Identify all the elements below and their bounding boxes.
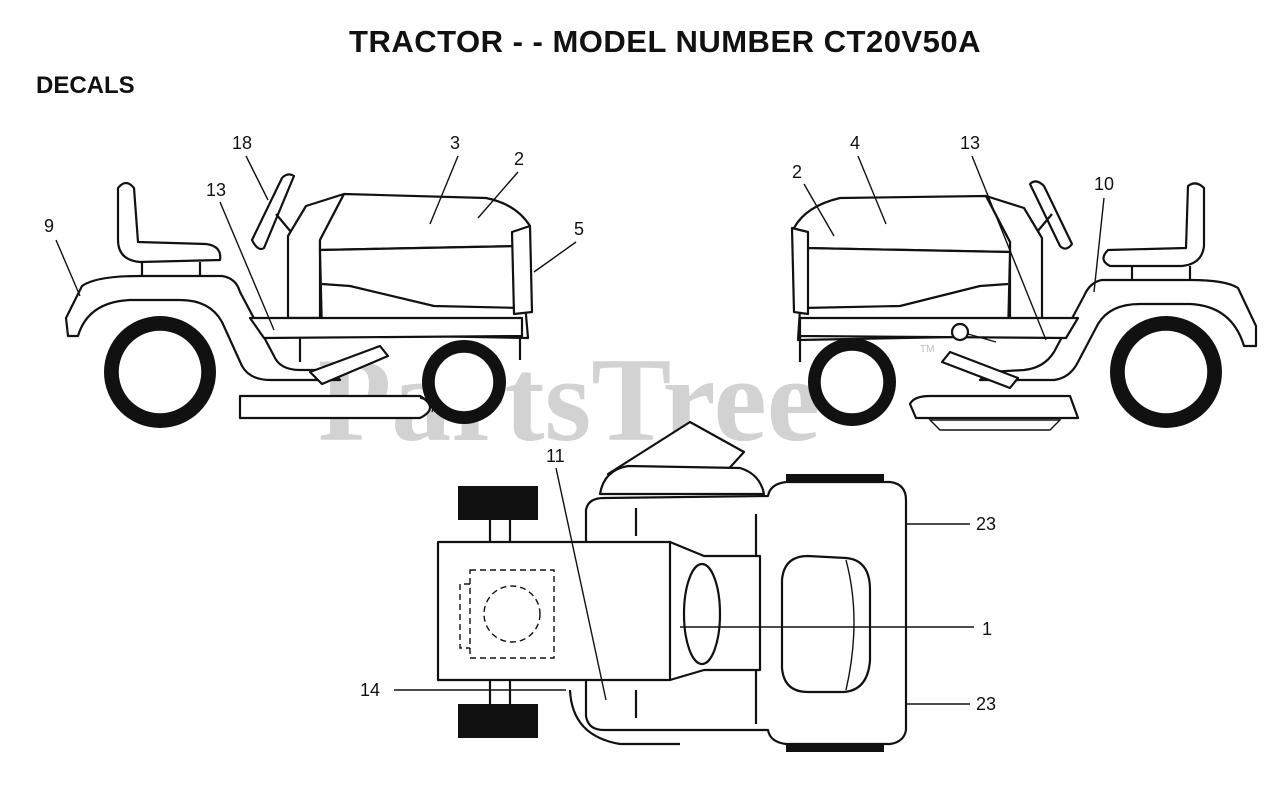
hood-top-view — [436, 540, 762, 682]
lift-lever — [308, 344, 390, 386]
callout-label: 23 — [976, 514, 996, 534]
front-tire-top — [458, 486, 538, 520]
lift-lever — [940, 350, 1020, 390]
callout-leader — [1093, 197, 1105, 293]
callout-leader — [533, 241, 577, 273]
callout-leader — [429, 155, 459, 225]
callout-label: 9 — [44, 216, 54, 236]
page-title: TRACTOR - - MODEL NUMBER CT20V50A — [349, 24, 981, 59]
engine-outline — [469, 569, 555, 659]
watermark-trademark: TM — [920, 344, 934, 355]
callout-leader — [857, 155, 887, 225]
rear-wheel-rim — [117, 329, 203, 415]
seat-back — [845, 559, 855, 691]
section-heading: DECALS — [36, 72, 135, 99]
hood-contour — [321, 282, 523, 310]
rear-wheel-rim — [1123, 329, 1209, 415]
callout-leader — [555, 467, 607, 701]
deck-skirt — [928, 419, 1062, 431]
callout-leader — [55, 239, 81, 297]
steering-wheel — [250, 173, 296, 251]
callout-label: 11 — [546, 446, 565, 466]
hood-side — [318, 244, 530, 340]
callout-label: 18 — [232, 133, 252, 153]
top-view: 11 23 1 14 23 — [360, 420, 996, 752]
rear-tire-top — [786, 474, 884, 484]
callout-label: 4 — [850, 133, 860, 153]
seat-top — [780, 554, 872, 694]
hood-top — [318, 192, 532, 252]
ignition-lever — [967, 333, 997, 343]
frame-rail — [248, 316, 524, 340]
grille — [510, 224, 534, 316]
ignition-key — [950, 322, 970, 342]
frame-lower — [298, 338, 522, 362]
frame-rail — [798, 316, 1080, 340]
mower-deck — [238, 394, 432, 420]
callout-leader — [219, 201, 275, 331]
callout-label: 5 — [574, 219, 584, 239]
engine-outline-side — [459, 583, 470, 649]
front-wheel-rim — [433, 351, 495, 413]
callout-leader — [245, 155, 269, 201]
hood-contour — [801, 282, 1009, 310]
grille — [790, 226, 810, 316]
dash-top — [598, 464, 766, 496]
callout-leader — [803, 183, 835, 237]
callout-label: 23 — [976, 694, 996, 714]
left-side-view: 18 3 2 13 9 5 — [44, 133, 584, 428]
callout-label: 10 — [1094, 174, 1114, 194]
callout-label: 13 — [960, 133, 980, 153]
callout-label: 2 — [514, 149, 524, 169]
engine-cover — [483, 585, 541, 643]
front-tire-bottom — [458, 704, 538, 738]
front-wheel-rim — [819, 349, 885, 415]
callout-label: 14 — [360, 680, 380, 700]
right-side-view: 4 13 2 10 — [790, 133, 1258, 431]
front-axle — [488, 520, 512, 704]
callout-label: 3 — [450, 133, 460, 153]
seat — [1102, 182, 1206, 268]
callout-label: 1 — [982, 619, 992, 639]
callout-label: 2 — [792, 162, 802, 182]
callout-leader — [971, 155, 1047, 341]
front-fender-arc — [568, 689, 680, 746]
rear-tire-bottom — [786, 742, 884, 752]
seat — [116, 181, 222, 264]
mower-deck — [908, 394, 1080, 420]
callout-label: 13 — [206, 180, 226, 200]
steering-hub — [682, 562, 722, 666]
rear-fender — [64, 274, 342, 382]
callout-leader — [477, 171, 519, 219]
